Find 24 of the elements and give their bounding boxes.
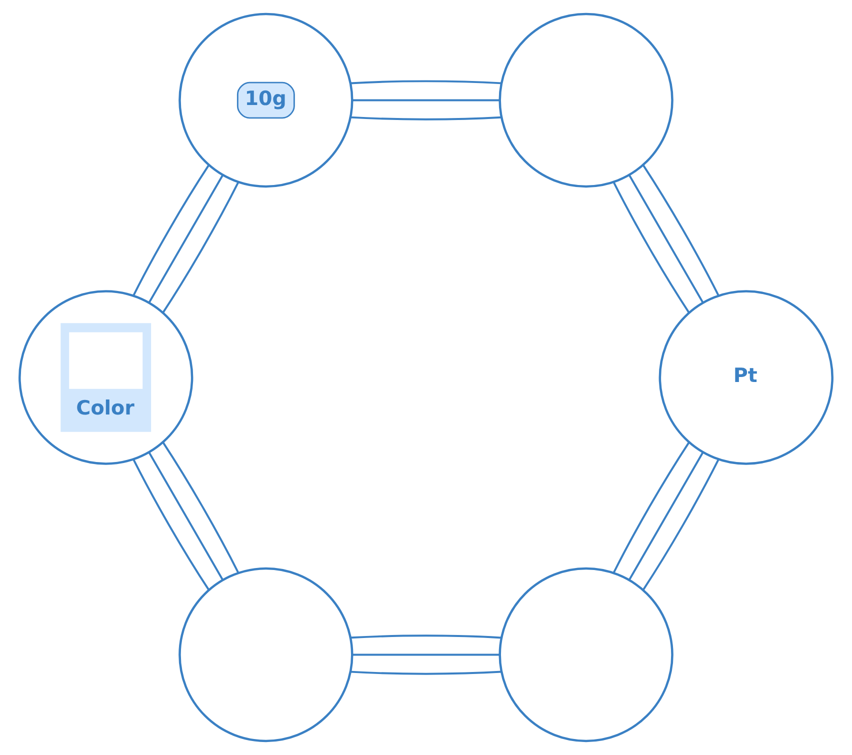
connector [132, 164, 210, 296]
node-circle [498, 12, 674, 188]
connector [612, 182, 690, 313]
connector [132, 459, 210, 590]
node-circle [178, 567, 354, 742]
connector [148, 174, 224, 303]
connector [350, 80, 502, 84]
connector [350, 116, 502, 120]
connector [642, 164, 720, 296]
connector [148, 452, 224, 580]
node-circle: 10g [178, 12, 354, 188]
connector [612, 442, 690, 574]
connector [628, 174, 704, 303]
node-circle: Pt [658, 290, 834, 465]
connector [350, 670, 502, 675]
connector [628, 452, 704, 580]
connector [162, 182, 240, 313]
connector [642, 458, 720, 590]
connector [352, 99, 500, 102]
node-circle: Color [18, 290, 194, 465]
connector [162, 442, 240, 574]
node-circle [498, 567, 674, 742]
connector [350, 634, 502, 639]
connector [352, 654, 500, 656]
